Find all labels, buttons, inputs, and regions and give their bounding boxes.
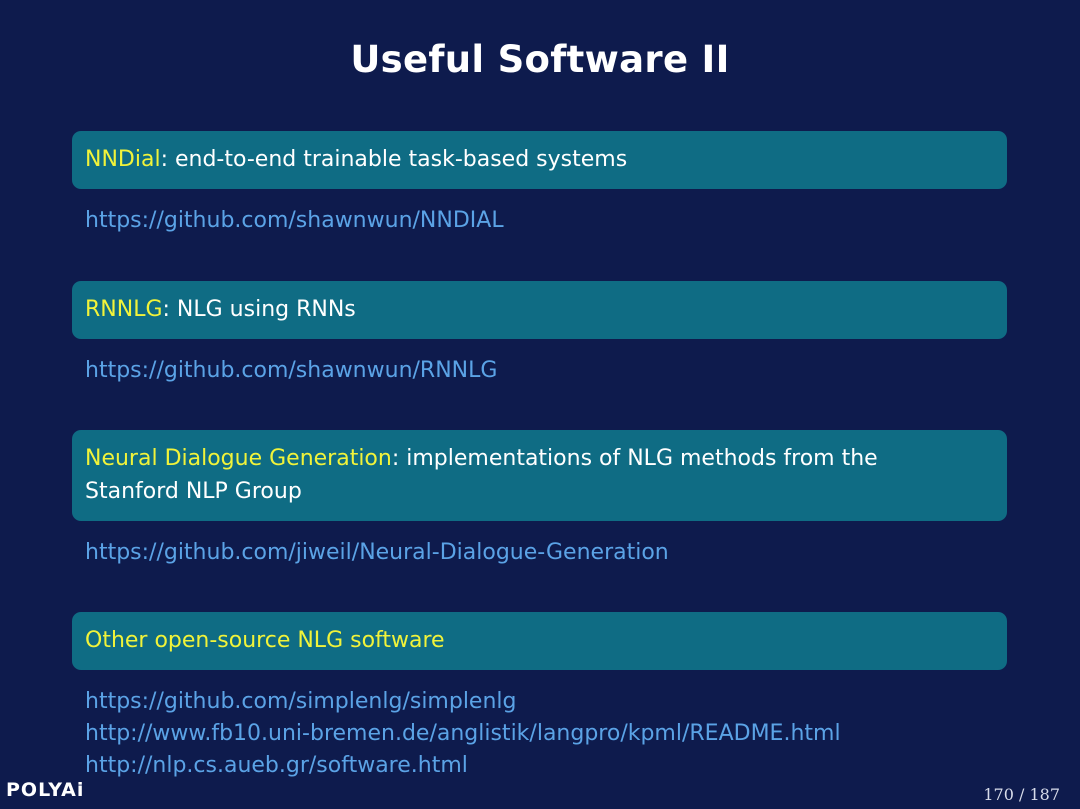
block-header: Neural Dialogue Generation: implementati… [72, 430, 1007, 521]
link-rnnlg[interactable]: https://github.com/shawnwun/RNNLG [85, 358, 498, 383]
block-name: NNDial [85, 147, 161, 172]
block-name: Neural Dialogue Generation [85, 446, 392, 471]
block-links: https://github.com/simplenlg/simplenlg h… [72, 670, 1007, 782]
block-links: https://github.com/jiweil/Neural-Dialogu… [72, 521, 1007, 569]
block-nndial: NNDial: end-to-end trainable task-based … [72, 131, 1007, 237]
block-other-nlg-software: Other open-source NLG software https://g… [72, 612, 1007, 782]
block-description: implementations of NLG methods from the … [85, 446, 878, 504]
block-header: Other open-source NLG software [72, 612, 1007, 670]
block-name: RNNLG [85, 297, 163, 322]
block-description: NLG using RNNs [169, 297, 356, 322]
block-links: https://github.com/shawnwun/NNDIAL [72, 189, 1007, 237]
link-aueb-software[interactable]: http://nlp.cs.aueb.gr/software.html [85, 753, 468, 778]
link-simplenlg[interactable]: https://github.com/simplenlg/simplenlg [85, 689, 517, 714]
link-kpml[interactable]: http://www.fb10.uni-bremen.de/anglistik/… [85, 721, 841, 746]
polyai-logo: POLYAi [6, 779, 85, 801]
block-separator: : [162, 297, 170, 322]
page-number: 170 / 187 [983, 785, 1060, 804]
link-neural-dialogue-generation[interactable]: https://github.com/jiweil/Neural-Dialogu… [85, 540, 669, 565]
block-rnnlg: RNNLG: NLG using RNNs https://github.com… [72, 281, 1007, 387]
block-separator: : [391, 446, 400, 471]
block-links: https://github.com/shawnwun/RNNLG [72, 339, 1007, 387]
block-header: NNDial: end-to-end trainable task-based … [72, 131, 1007, 189]
link-nndial[interactable]: https://github.com/shawnwun/NNDIAL [85, 208, 504, 233]
block-neural-dialogue-generation: Neural Dialogue Generation: implementati… [72, 430, 1007, 569]
block-separator: : [160, 147, 168, 172]
block-name: Other open-source NLG software [85, 628, 445, 653]
block-header: RNNLG: NLG using RNNs [72, 281, 1007, 339]
slide-title: Useful Software II [350, 38, 730, 81]
block-description: end-to-end trainable task-based systems [167, 147, 628, 172]
